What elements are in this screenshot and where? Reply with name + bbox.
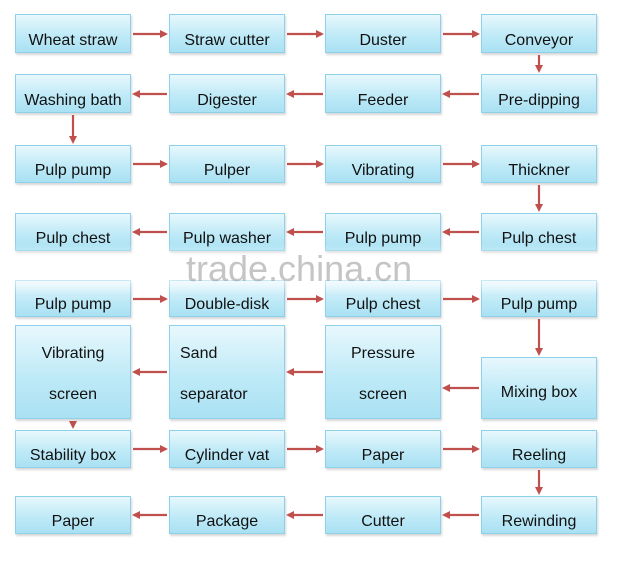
step-label: Paper bbox=[51, 513, 95, 530]
step-label: Stability box bbox=[29, 447, 117, 464]
step-box-digester: Digester bbox=[169, 74, 285, 113]
step-box-duster: Duster bbox=[325, 14, 441, 53]
step-label: Mixing box bbox=[500, 384, 578, 401]
step-box-thickner: Thickner bbox=[481, 145, 597, 183]
step-label: Pre-dipping bbox=[498, 92, 580, 109]
step-label: Feeder bbox=[357, 92, 409, 109]
step-label: Straw cutter bbox=[184, 32, 270, 49]
step-label: Pulp pump bbox=[344, 230, 422, 247]
step-label: Package bbox=[195, 513, 259, 530]
step-box-paper: Paper bbox=[15, 496, 131, 534]
step-box-pre-dipping: Pre-dipping bbox=[481, 74, 597, 113]
step-label: Cylinder vat bbox=[184, 447, 270, 464]
step-box-vibrating-screen: Vibrating screen bbox=[15, 325, 131, 419]
step-box-feeder: Feeder bbox=[325, 74, 441, 113]
step-label: Pulper bbox=[203, 162, 251, 179]
step-label: Pulp pump bbox=[500, 296, 578, 313]
step-label-line: Vibrating bbox=[41, 345, 105, 362]
step-label: Pulp washer bbox=[182, 230, 272, 247]
step-box-rewinding: Rewinding bbox=[481, 496, 597, 534]
step-label: Wheat straw bbox=[28, 32, 118, 49]
step-label: Duster bbox=[359, 32, 407, 49]
step-label: Paper bbox=[361, 447, 405, 464]
step-box-pressure-screen: Pressure screen bbox=[325, 325, 441, 419]
step-box-sand-separator: Sand separator bbox=[169, 325, 285, 419]
step-box-pulper: Pulper bbox=[169, 145, 285, 183]
step-label: Thickner bbox=[508, 162, 570, 179]
step-box-mixing-box: Mixing box bbox=[481, 357, 597, 419]
step-label: Pulp chest bbox=[35, 230, 111, 247]
step-box-cylinder-vat: Cylinder vat bbox=[169, 430, 285, 468]
step-box-package: Package bbox=[169, 496, 285, 534]
step-box-stability-box: Stability box bbox=[15, 430, 131, 468]
step-label-line: Pressure bbox=[350, 345, 416, 362]
step-label: Pulp chest bbox=[345, 296, 421, 313]
step-box-cutter: Cutter bbox=[325, 496, 441, 534]
step-label: Vibrating bbox=[351, 162, 415, 179]
step-label: Pulp pump bbox=[34, 296, 112, 313]
step-label: Digester bbox=[197, 92, 257, 109]
step-label-line: separator bbox=[180, 386, 248, 403]
step-label: Rewinding bbox=[501, 513, 577, 530]
step-label-line: Sand bbox=[180, 345, 218, 362]
step-label: Double-disk bbox=[184, 296, 270, 313]
step-box-conveyor: Conveyor bbox=[481, 14, 597, 53]
step-label-line: screen bbox=[358, 386, 408, 403]
step-label: Pulp pump bbox=[34, 162, 112, 179]
step-label-line: screen bbox=[48, 386, 98, 403]
step-box-washing-bath: Washing bath bbox=[15, 74, 131, 113]
step-label: Pulp chest bbox=[501, 230, 577, 247]
step-label: Conveyor bbox=[504, 32, 574, 49]
step-box-reeling: Reeling bbox=[481, 430, 597, 468]
step-box-straw-cutter: Straw cutter bbox=[169, 14, 285, 53]
step-label: Cutter bbox=[361, 513, 405, 530]
step-box-paper: Paper bbox=[325, 430, 441, 468]
step-box-pulp-pump: Pulp pump bbox=[15, 145, 131, 183]
step-box-vibrating: Vibrating bbox=[325, 145, 441, 183]
step-label: Washing bath bbox=[24, 92, 122, 109]
step-label: Reeling bbox=[511, 447, 567, 464]
step-box-wheat-straw: Wheat straw bbox=[15, 14, 131, 53]
